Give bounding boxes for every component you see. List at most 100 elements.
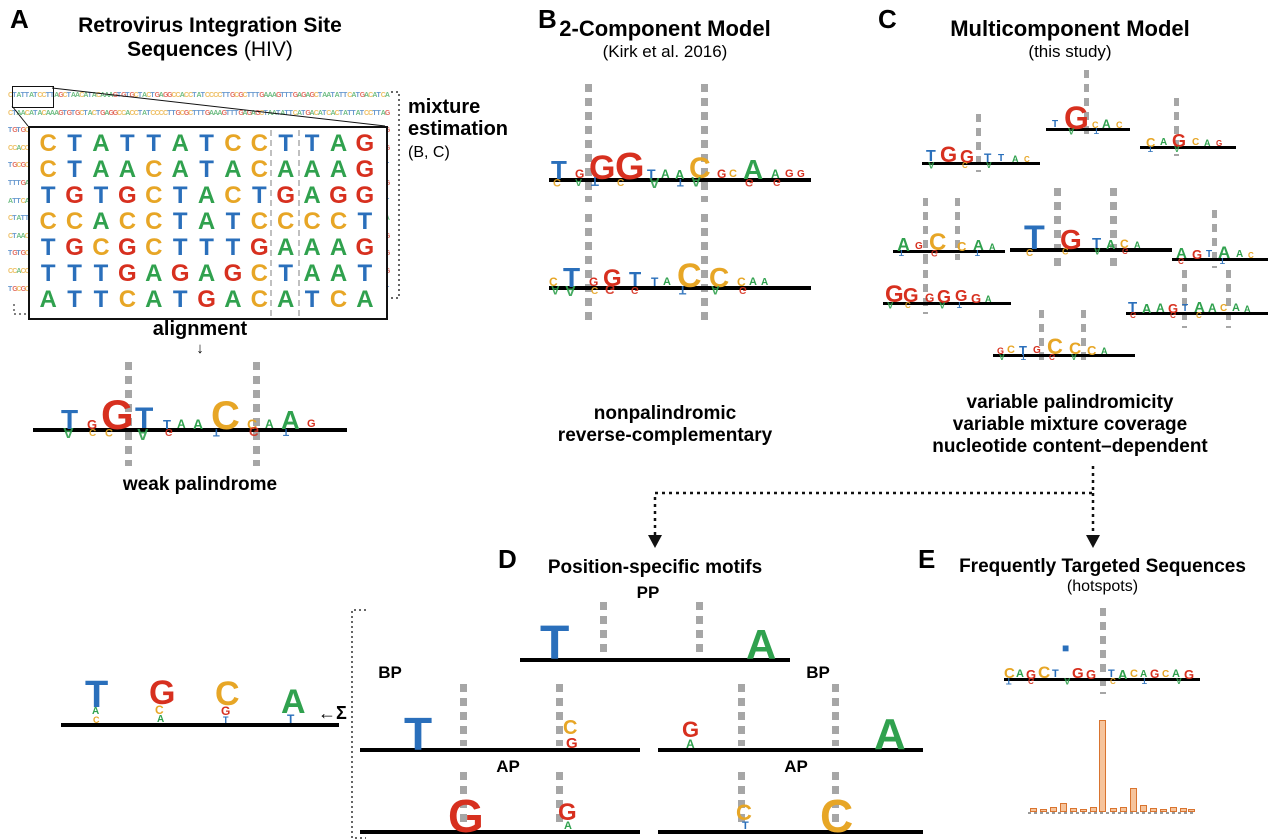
background-letter: T xyxy=(12,92,17,99)
mixture-word: mixture xyxy=(408,96,481,118)
logo-letter: G xyxy=(1028,676,1035,686)
sequence-letter: C xyxy=(118,286,137,313)
sequence-letter: T xyxy=(40,260,56,287)
logo-dashed-guide xyxy=(1054,188,1061,266)
logo-baseline xyxy=(883,302,1011,305)
logo-letter: G xyxy=(971,290,982,306)
logo-baseline xyxy=(549,286,811,290)
sequence-letter: T xyxy=(251,182,267,209)
logo-letter: A xyxy=(986,160,992,170)
logo-letter: C xyxy=(1192,137,1200,148)
logo-letter: A xyxy=(999,352,1005,362)
sequence-letter: T xyxy=(172,182,188,209)
logo-letter: T xyxy=(287,712,295,727)
logo-baseline xyxy=(1140,146,1236,149)
logo-baseline xyxy=(893,250,1005,253)
sequence-letter: C xyxy=(145,234,163,261)
logo-letter: A xyxy=(575,176,583,187)
sequence-letter: T xyxy=(93,286,109,313)
logo-letter: T xyxy=(1052,119,1059,130)
logo-dashed-guide xyxy=(460,772,467,828)
logo-baseline xyxy=(658,830,923,834)
sequence-box-guide-right xyxy=(298,130,300,316)
background-letter: T xyxy=(33,92,38,99)
sequence-letter: C xyxy=(329,208,348,235)
logo-letter: G xyxy=(221,704,231,719)
logo-letter: T xyxy=(1092,235,1102,252)
pp-label: PP xyxy=(636,583,660,602)
logo-letter: A xyxy=(1244,303,1251,314)
logo-dashed-guide xyxy=(1081,310,1086,366)
panel-a-title-line2-normal: (HIV) xyxy=(243,38,293,62)
logo-letter: C xyxy=(1146,134,1156,150)
logo-baseline xyxy=(1010,248,1172,252)
background-letter: G xyxy=(20,127,27,135)
sequence-letter: G xyxy=(355,156,375,183)
logo-letter: A xyxy=(746,621,777,669)
logo-letter: G xyxy=(885,280,904,308)
background-letter: C xyxy=(16,285,22,293)
logo-letter: G xyxy=(1060,223,1082,255)
mixture-estimation-label: mixture estimation (B, C) xyxy=(408,96,508,162)
logo-letter: T xyxy=(1094,126,1099,136)
hotspot-bar xyxy=(1080,809,1087,812)
background-letter: T xyxy=(16,179,21,187)
background-letter: C xyxy=(12,144,18,152)
background-letter: T xyxy=(20,92,25,99)
logo-dashed-guide xyxy=(585,214,592,326)
panel-e-label: E xyxy=(918,544,936,574)
logo-dashed-guide xyxy=(696,602,703,656)
logo-letter: A xyxy=(743,153,764,185)
logo-letter: T xyxy=(1052,668,1059,681)
sequence-letter: G xyxy=(170,260,190,287)
background-letter: C xyxy=(12,267,18,275)
panel-e-title: Frequently Targeted Sequences xyxy=(959,556,1246,577)
logo-letter: A xyxy=(281,682,306,721)
logo-letter: G xyxy=(997,345,1005,356)
logo-baseline xyxy=(1046,128,1130,131)
logo-letter: A xyxy=(1101,345,1108,356)
sequence-letter: T xyxy=(120,130,135,157)
logo-baseline xyxy=(33,428,347,432)
logo-letter: T xyxy=(957,300,962,310)
logo-letter: T xyxy=(540,616,570,670)
logo-letter: T xyxy=(1220,256,1225,266)
logo-letter: G xyxy=(1178,256,1185,266)
logo-letter: A xyxy=(874,709,906,759)
logo-dashed-guide xyxy=(738,772,745,828)
sequence-letter: G xyxy=(118,260,137,287)
logo-letter: C xyxy=(1092,119,1099,130)
sequence-letter: C xyxy=(303,208,321,235)
logo-letter: A xyxy=(63,424,74,441)
logo-letter: G xyxy=(903,285,919,307)
background-letter: C xyxy=(8,232,14,240)
logo-letter: T xyxy=(563,261,581,293)
sequence-letter: T xyxy=(199,156,214,183)
logo-letter: G xyxy=(87,416,98,432)
sequence-letter: A xyxy=(329,156,348,183)
logo-dashed-guide xyxy=(1212,210,1217,268)
background-letter: C xyxy=(37,92,43,99)
logo-letter: T xyxy=(591,174,599,190)
logo-dashed-guide xyxy=(1084,70,1089,138)
logo-letter: C xyxy=(1220,303,1228,314)
logo-letter: A xyxy=(1140,669,1148,680)
logo-letter: T xyxy=(1206,249,1213,260)
logo-letter: A xyxy=(1142,300,1152,316)
logo-letter: A xyxy=(661,167,670,182)
panel-d-title: Position-specific motifs xyxy=(547,557,763,578)
logo-letter: C xyxy=(89,426,97,437)
sequence-letter: C xyxy=(329,286,348,313)
logo-letter: T xyxy=(1182,303,1189,314)
sequence-letter: C xyxy=(224,182,242,209)
logo-letter: T xyxy=(742,820,749,833)
sequence-letter: A xyxy=(118,156,137,183)
